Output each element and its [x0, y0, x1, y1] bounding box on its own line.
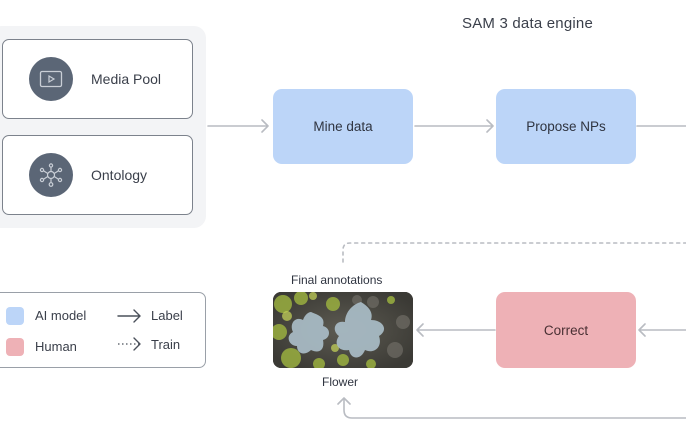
- arrow-correct-to-final: [416, 323, 496, 337]
- arrow-loop-to-flower: [337, 397, 686, 419]
- arrow-mine-to-propose: [414, 119, 494, 133]
- network-graph-icon: [29, 153, 73, 197]
- node-label: Correct: [543, 322, 589, 338]
- legend-swatch-human: [6, 338, 24, 356]
- source-ontology[interactable]: Ontology: [2, 135, 193, 215]
- node-propose-nps[interactable]: Propose NPs: [496, 89, 636, 164]
- legend-ai-model: AI model: [35, 308, 87, 323]
- source-label: Ontology: [91, 167, 148, 183]
- video-play-icon: [29, 57, 73, 101]
- source-label: Media Pool: [91, 71, 162, 87]
- diagram-title: SAM 3 data engine: [462, 15, 593, 32]
- flower-annotation-image: [273, 292, 413, 368]
- legend: AI model Human Label Train: [0, 292, 206, 368]
- legend-label: Label: [151, 308, 183, 323]
- arrow-sources-to-mine: [207, 119, 269, 133]
- legend-train: Train: [151, 337, 181, 352]
- legend-human: Human: [35, 339, 77, 354]
- solid-arrow-icon: [117, 309, 141, 323]
- arrow-into-correct: [638, 323, 686, 337]
- node-label: Propose NPs: [526, 119, 606, 134]
- node-mine-data[interactable]: Mine data: [273, 89, 413, 164]
- node-label: Mine data: [313, 119, 373, 134]
- final-annotations-heading: Final annotations: [291, 273, 383, 287]
- source-media-pool[interactable]: Media Pool: [2, 39, 193, 119]
- train-dotted-line: [342, 242, 686, 263]
- legend-swatch-ai-model: [6, 307, 24, 325]
- node-correct[interactable]: Correct: [496, 292, 636, 368]
- flower-caption: Flower: [322, 375, 359, 389]
- dotted-arrow-icon: [118, 337, 141, 351]
